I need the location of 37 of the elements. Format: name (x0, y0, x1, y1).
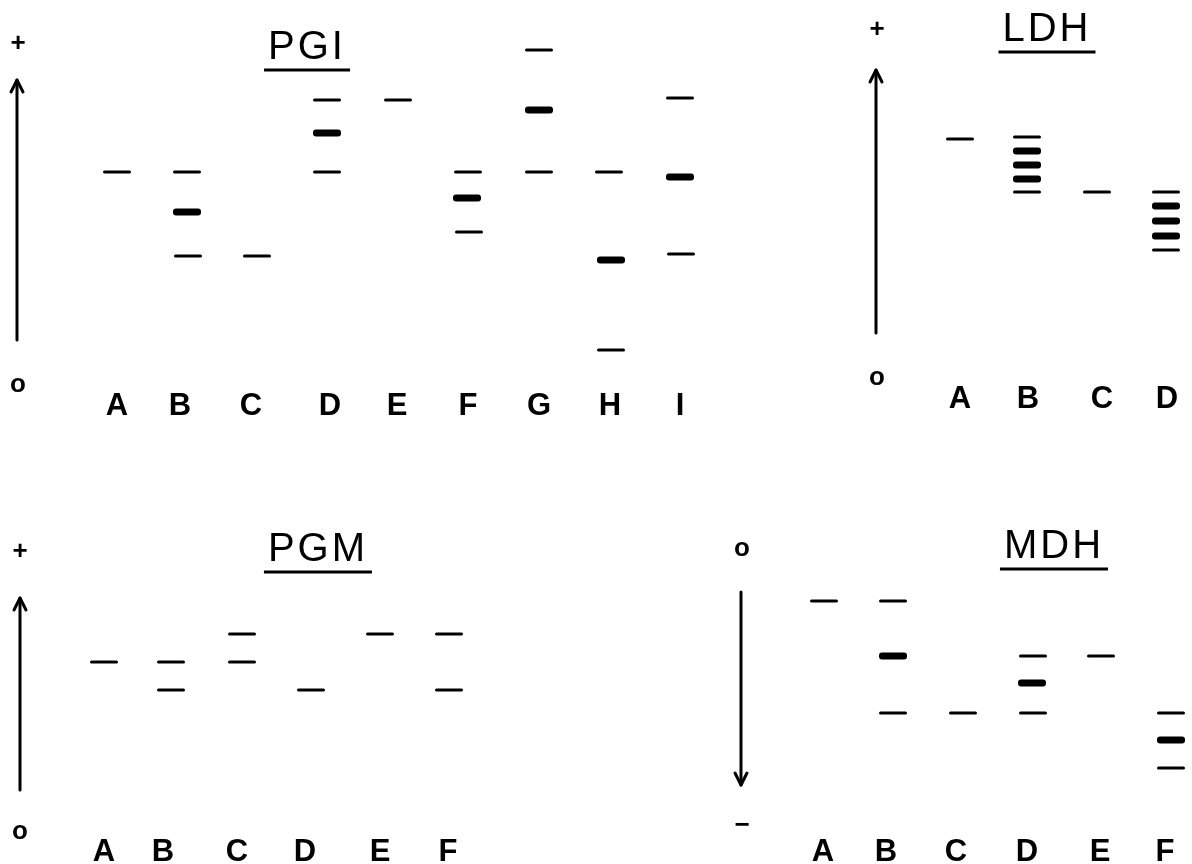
gel-title: PGI (264, 24, 350, 72)
lane-label: H (598, 388, 622, 420)
lane-label: C (239, 388, 263, 420)
lane-label: B (1016, 381, 1040, 413)
lane-label: F (438, 834, 458, 864)
lane-label: A (92, 834, 116, 864)
gel-title: LDH (998, 6, 1096, 54)
polarity-sign: + (10, 29, 26, 55)
lane-label: A (811, 834, 835, 864)
origin-mark: o (869, 363, 885, 389)
lane-label: E (386, 388, 408, 420)
lane-label: B (168, 388, 192, 420)
lane-label: B (151, 834, 175, 864)
origin-mark: o (10, 370, 26, 396)
origin-mark: o (12, 817, 28, 843)
lane-label: A (948, 381, 972, 413)
lane-label: C (225, 834, 249, 864)
lane-label: G (526, 388, 552, 420)
lane-label: E (1089, 834, 1111, 864)
gel-title: MDH (999, 523, 1109, 571)
gel-title: PGM (263, 526, 373, 574)
lane-label: E (369, 834, 391, 864)
lane-label: F (1155, 834, 1175, 864)
lane-label: D (293, 834, 317, 864)
polarity-sign: + (869, 15, 885, 41)
lane-label: F (458, 388, 478, 420)
lane-label: A (105, 388, 129, 420)
origin-mark: o (734, 534, 750, 560)
polarity-sign: − (734, 811, 750, 837)
lane-label: I (675, 388, 685, 420)
lane-label: D (318, 388, 342, 420)
lane-label: C (1090, 381, 1114, 413)
lane-label: C (944, 834, 968, 864)
lane-label: B (874, 834, 898, 864)
polarity-sign: + (12, 537, 28, 563)
lane-label: D (1155, 381, 1179, 413)
lane-label: D (1015, 834, 1039, 864)
